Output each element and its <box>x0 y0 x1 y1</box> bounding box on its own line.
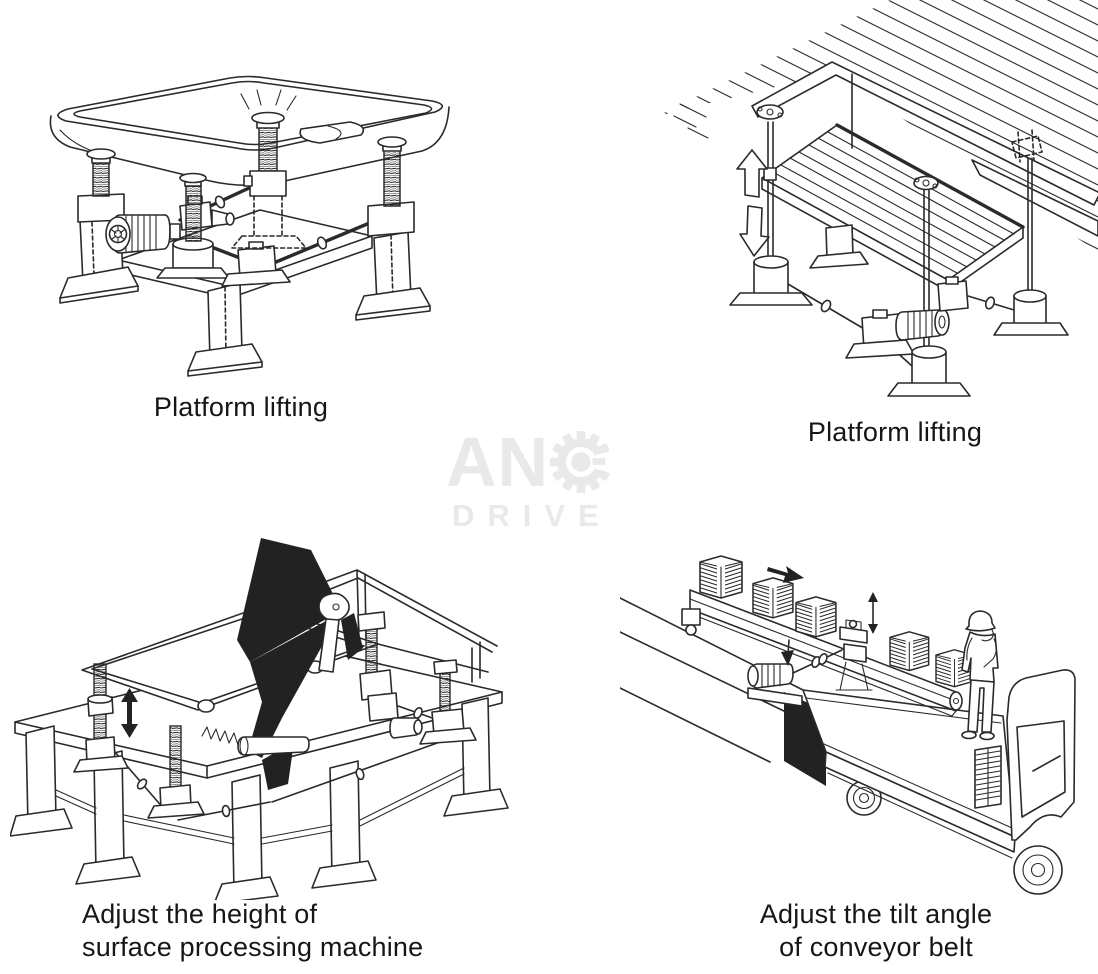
drive-shafts <box>114 705 441 821</box>
watermark-drive: DRIVE <box>452 498 612 533</box>
truck-cab <box>1006 669 1076 841</box>
center-screw-jack <box>231 89 307 249</box>
gear-icon <box>550 430 614 494</box>
caption-line: Adjust the height of <box>82 899 318 929</box>
drive-motor <box>747 639 843 707</box>
mounting-beam <box>751 61 1098 206</box>
spring <box>201 726 239 746</box>
screw-jacks <box>73 611 477 819</box>
lifting-rods <box>756 73 1043 353</box>
roller <box>237 736 310 756</box>
platform-lifting-tub-illustration <box>49 75 450 377</box>
screw-jack-drive <box>729 255 1069 397</box>
watermark: AN <box>446 423 676 534</box>
figure-platform-lifting-tub <box>30 10 470 390</box>
platform <box>761 123 1025 292</box>
abrasive-belt <box>237 538 363 790</box>
worker <box>961 610 999 741</box>
caption-platform-lifting-2: Platform lifting <box>807 417 983 447</box>
caption-surface-processing: Adjust the height of surface processing … <box>82 898 423 964</box>
crate-on-truck <box>974 745 1002 809</box>
conveyor-tilt-illustration <box>620 555 1076 895</box>
direction-arrow-icon <box>767 566 804 583</box>
hard-hat <box>965 610 996 632</box>
platform-lifting-suspended-illustration <box>658 0 1098 397</box>
motor <box>105 214 181 254</box>
surface-processing-machine-illustration <box>10 538 509 900</box>
conveyor-beam <box>681 589 963 717</box>
ceiling-hatch-dashes <box>673 103 709 139</box>
mounting-beam-right <box>971 159 1098 237</box>
tilt-arrow-icon <box>868 592 878 634</box>
caption-line: of conveyor belt <box>779 932 973 962</box>
caption-line: surface processing machine <box>82 932 424 962</box>
figure-conveyor-tilt <box>620 540 1098 900</box>
pivot-bracket <box>835 619 873 691</box>
watermark-an: AN <box>446 423 550 501</box>
up-down-arrows-icon <box>736 149 770 257</box>
figure-surface-processing-machine <box>10 520 510 900</box>
caption-line: Adjust the tilt angle <box>759 899 993 929</box>
caption-conveyor-tilt: Adjust the tilt angle of conveyor belt <box>722 898 1030 964</box>
figure-platform-lifting-suspended <box>640 0 1098 400</box>
tub <box>49 75 450 187</box>
caption-platform-lifting-1: Platform lifting <box>153 392 329 422</box>
screw-jacks-and-motor <box>59 89 415 304</box>
motor <box>895 308 950 341</box>
watermark-brand: AN <box>446 423 676 501</box>
height-arrow-icon <box>121 688 138 738</box>
truck <box>802 669 1076 895</box>
